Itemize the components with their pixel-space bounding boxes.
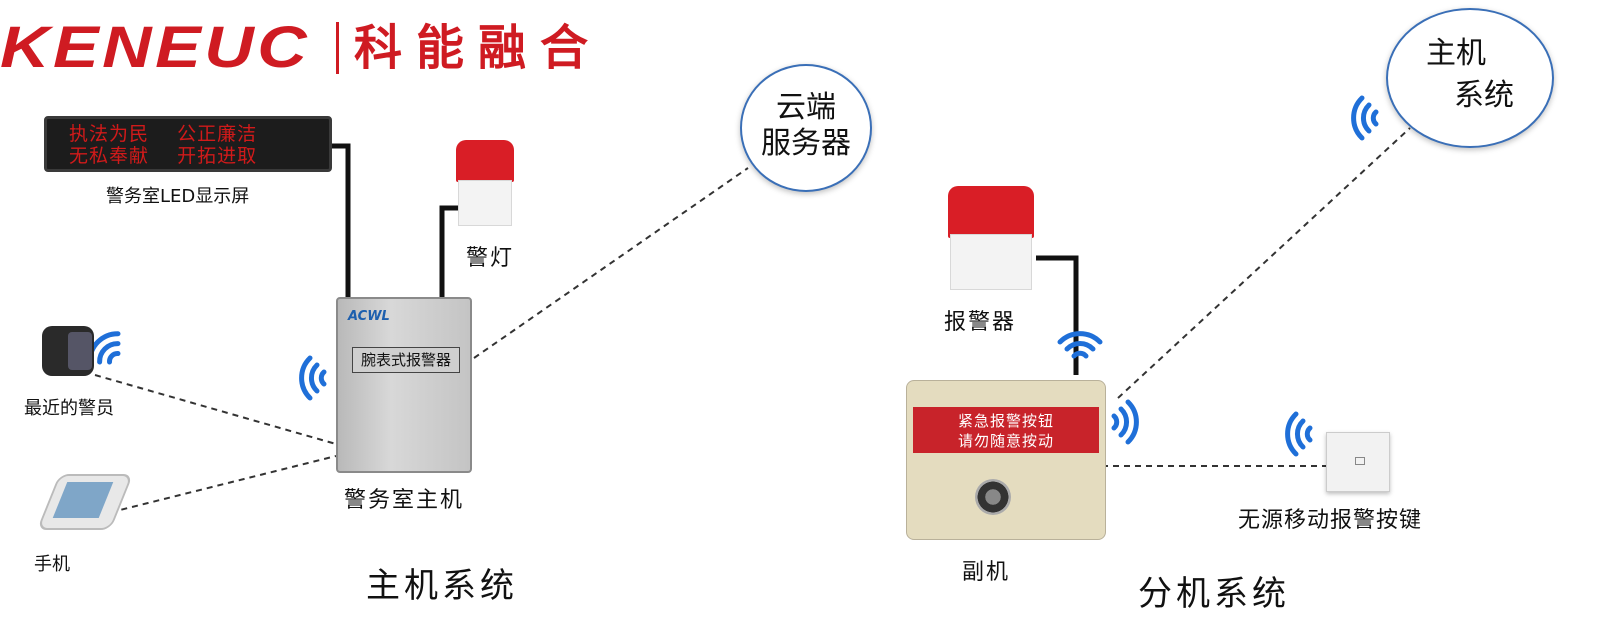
logo-cn: 科能融合 [354, 20, 603, 76]
warning-light-label: 警灯 [466, 246, 515, 271]
host-label: 警务室主机 [344, 488, 465, 513]
police-link [94, 374, 337, 445]
wifi-signal-icon [1057, 331, 1103, 359]
cloud-server-circle: 云端 服务器 [740, 64, 872, 192]
main-system-title: 主机系统 [366, 566, 518, 606]
sub-unit: 紧急报警按钮 请勿随意按动 [906, 380, 1106, 540]
cloud-link [473, 167, 749, 359]
logo-divider [336, 22, 339, 74]
led-display: 执法为民 公正廉洁 无私奉献 开拓进取 [44, 116, 332, 172]
wifi-signal-icon [1285, 411, 1313, 457]
phone-icon [36, 470, 134, 536]
passive-button-label: 无源移动报警按键 [1238, 508, 1423, 533]
phone-link [99, 455, 337, 516]
button-indicator [1355, 457, 1365, 465]
siren-icon [948, 186, 1034, 290]
police-host-unit: ACWL 腕表式报警器 [336, 297, 472, 473]
cloud-server-line-2: 服务器 [761, 126, 851, 161]
alarm-cable [1036, 255, 1079, 375]
led-display-label: 警务室LED显示屏 [106, 186, 250, 207]
sub-unit-panel: 紧急报警按钮 请勿随意按动 [913, 407, 1099, 453]
cloud-server-line-1: 云端 [776, 90, 836, 125]
nearest-police-label: 最近的警员 [24, 398, 114, 419]
host-link [1117, 127, 1411, 399]
panel-line-1: 紧急报警按钮 [957, 412, 1054, 430]
led-line-2: 无私奉献 开拓进取 [69, 145, 258, 167]
wifi-signal-icon [1111, 399, 1139, 445]
sub-system-title: 分机系统 [1138, 574, 1290, 614]
panel-line-2: 请勿随意按动 [957, 432, 1054, 450]
passive-alarm-button[interactable] [1326, 432, 1390, 492]
light-cable [439, 205, 460, 297]
host-panel-text: 腕表式报警器 [352, 347, 460, 373]
led-line-1: 执法为民 公正廉洁 [69, 123, 258, 145]
sub-unit-label: 副机 [962, 560, 1011, 585]
watch-icon [38, 318, 98, 384]
phone-label: 手机 [34, 554, 70, 575]
led-cable [332, 143, 351, 297]
alarm-label: 报警器 [944, 310, 1017, 335]
host-system-circle: 主机 系统 [1386, 8, 1554, 148]
host-system-line-2: 系统 [1454, 78, 1514, 113]
wifi-signal-icon [1351, 95, 1379, 141]
host-system-line-1: 主机 [1426, 36, 1486, 71]
host-brand: ACWL [348, 309, 390, 324]
siren-icon [456, 140, 514, 228]
wifi-signal-icon [299, 355, 327, 401]
emergency-button[interactable] [975, 479, 1011, 515]
logo-en: KENEUC [0, 15, 311, 80]
